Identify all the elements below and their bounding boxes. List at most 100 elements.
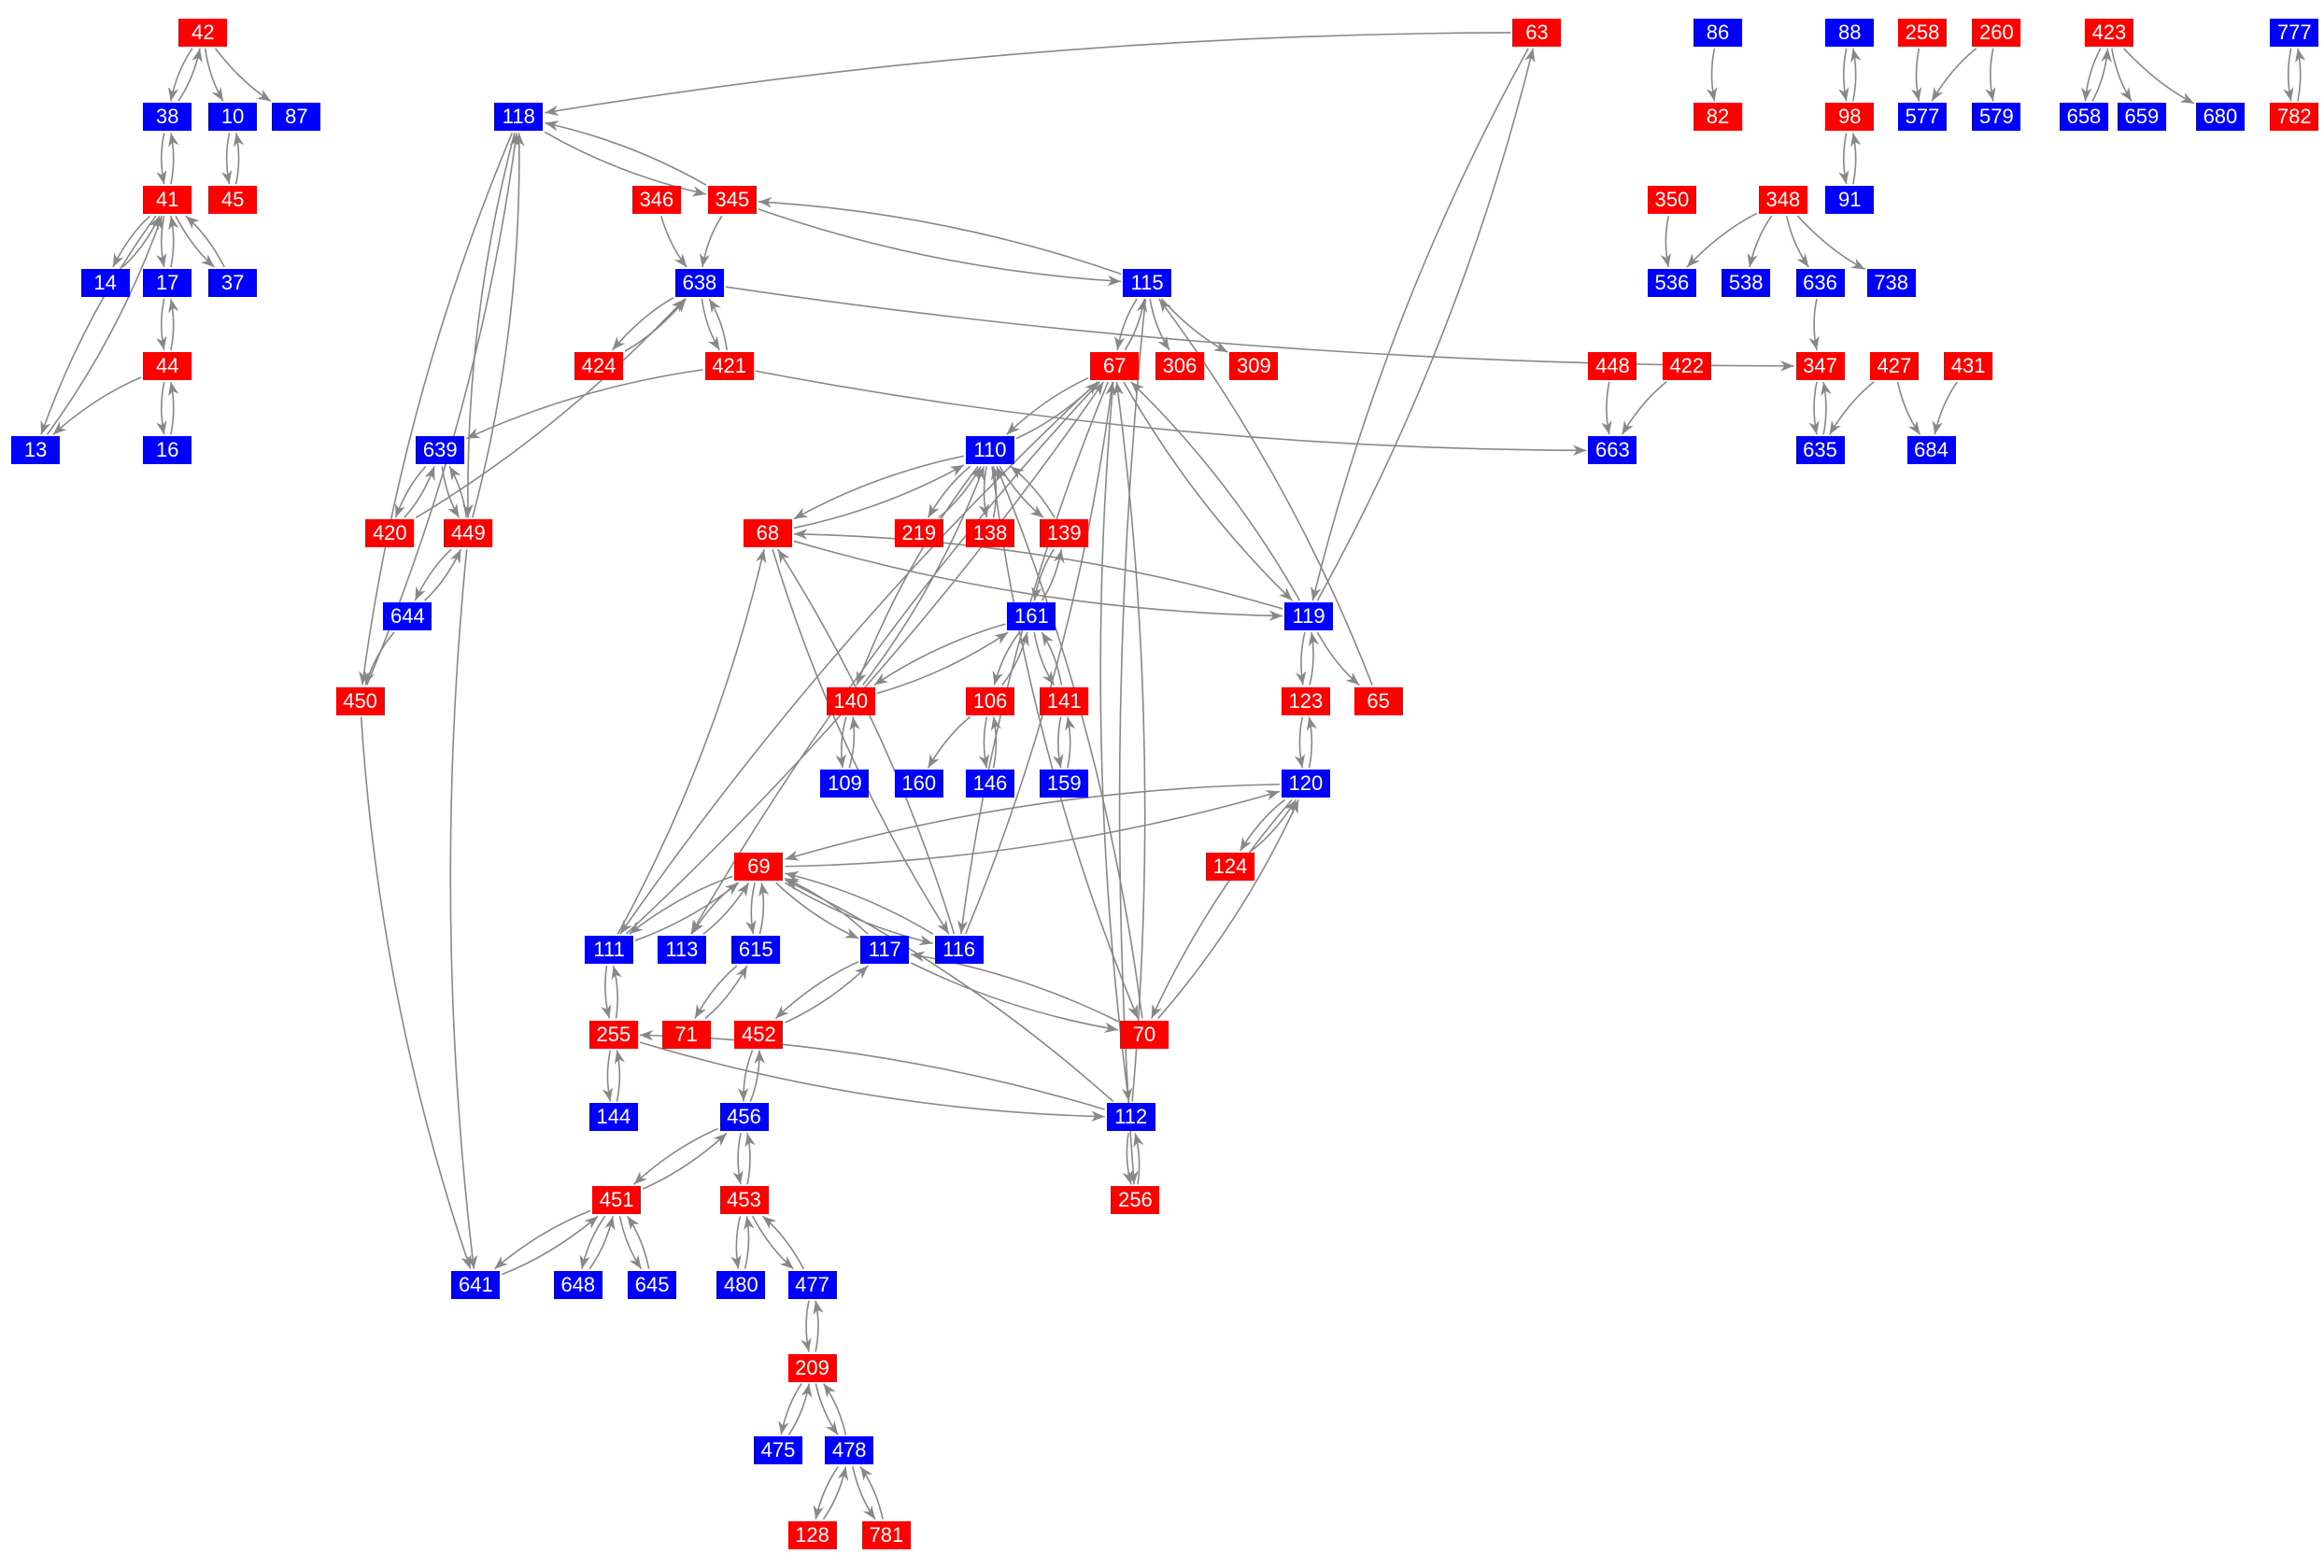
graph-node-119[interactable]: 119 xyxy=(1284,602,1334,631)
graph-node-144[interactable]: 144 xyxy=(588,1103,638,1132)
graph-node-70[interactable]: 70 xyxy=(1119,1020,1169,1049)
graph-node-138[interactable]: 138 xyxy=(965,519,1014,548)
graph-node-449[interactable]: 449 xyxy=(444,519,493,548)
graph-node-639[interactable]: 639 xyxy=(416,436,465,465)
graph-node-106[interactable]: 106 xyxy=(965,686,1014,715)
graph-node-345[interactable]: 345 xyxy=(707,186,757,215)
graph-node-13[interactable]: 13 xyxy=(11,436,61,465)
graph-node-680[interactable]: 680 xyxy=(2195,103,2245,132)
graph-node-86[interactable]: 86 xyxy=(1693,18,1743,47)
graph-node-659[interactable]: 659 xyxy=(2117,103,2166,132)
graph-node-427[interactable]: 427 xyxy=(1869,351,1919,380)
graph-node-477[interactable]: 477 xyxy=(787,1270,837,1299)
graph-node-658[interactable]: 658 xyxy=(2059,103,2108,132)
graph-node-256[interactable]: 256 xyxy=(1111,1186,1160,1215)
graph-node-475[interactable]: 475 xyxy=(754,1436,803,1465)
graph-node-115[interactable]: 115 xyxy=(1123,269,1172,298)
graph-node-638[interactable]: 638 xyxy=(674,269,724,298)
graph-node-41[interactable]: 41 xyxy=(143,186,192,215)
graph-node-644[interactable]: 644 xyxy=(383,602,432,631)
graph-node-69[interactable]: 69 xyxy=(734,853,784,882)
graph-node-615[interactable]: 615 xyxy=(731,936,781,965)
graph-node-431[interactable]: 431 xyxy=(1944,351,1993,380)
graph-node-160[interactable]: 160 xyxy=(894,770,943,798)
graph-node-110[interactable]: 110 xyxy=(965,436,1014,465)
graph-node-38[interactable]: 38 xyxy=(143,103,192,132)
graph-node-71[interactable]: 71 xyxy=(661,1020,711,1049)
graph-node-128[interactable]: 128 xyxy=(787,1520,837,1549)
graph-node-309[interactable]: 309 xyxy=(1229,351,1279,380)
graph-node-118[interactable]: 118 xyxy=(494,103,544,132)
graph-node-255[interactable]: 255 xyxy=(588,1020,638,1049)
graph-node-42[interactable]: 42 xyxy=(178,18,228,47)
graph-node-577[interactable]: 577 xyxy=(1897,103,1947,132)
graph-node-260[interactable]: 260 xyxy=(1972,18,2021,47)
graph-node-124[interactable]: 124 xyxy=(1205,853,1254,882)
graph-node-68[interactable]: 68 xyxy=(743,519,792,548)
graph-node-63[interactable]: 63 xyxy=(1512,18,1562,47)
graph-node-258[interactable]: 258 xyxy=(1897,18,1947,47)
graph-node-480[interactable]: 480 xyxy=(716,1270,766,1299)
graph-node-538[interactable]: 538 xyxy=(1722,269,1771,298)
graph-node-478[interactable]: 478 xyxy=(825,1436,874,1465)
graph-node-123[interactable]: 123 xyxy=(1281,686,1330,715)
graph-node-448[interactable]: 448 xyxy=(1588,351,1637,380)
graph-node-44[interactable]: 44 xyxy=(143,351,192,380)
graph-node-161[interactable]: 161 xyxy=(1007,602,1056,631)
graph-node-111[interactable]: 111 xyxy=(585,936,634,965)
graph-node-16[interactable]: 16 xyxy=(143,436,192,465)
graph-node-116[interactable]: 116 xyxy=(934,936,984,965)
graph-node-452[interactable]: 452 xyxy=(734,1020,784,1049)
graph-node-306[interactable]: 306 xyxy=(1155,351,1205,380)
graph-node-782[interactable]: 782 xyxy=(2270,103,2319,132)
graph-node-113[interactable]: 113 xyxy=(657,936,706,965)
graph-node-350[interactable]: 350 xyxy=(1647,186,1696,215)
graph-node-346[interactable]: 346 xyxy=(631,186,681,215)
graph-node-422[interactable]: 422 xyxy=(1662,351,1711,380)
graph-node-453[interactable]: 453 xyxy=(719,1186,769,1215)
graph-node-635[interactable]: 635 xyxy=(1795,436,1845,465)
graph-node-117[interactable]: 117 xyxy=(860,936,910,965)
graph-node-10[interactable]: 10 xyxy=(208,103,258,132)
graph-node-139[interactable]: 139 xyxy=(1040,519,1089,548)
graph-node-17[interactable]: 17 xyxy=(143,269,192,298)
graph-node-423[interactable]: 423 xyxy=(2084,18,2133,47)
graph-node-88[interactable]: 88 xyxy=(1825,18,1875,47)
graph-node-209[interactable]: 209 xyxy=(787,1353,837,1382)
graph-node-120[interactable]: 120 xyxy=(1281,770,1330,798)
graph-node-45[interactable]: 45 xyxy=(208,186,258,215)
graph-node-112[interactable]: 112 xyxy=(1106,1103,1155,1132)
graph-node-648[interactable]: 648 xyxy=(553,1270,602,1299)
graph-node-777[interactable]: 777 xyxy=(2270,18,2319,47)
graph-node-98[interactable]: 98 xyxy=(1825,103,1875,132)
graph-node-109[interactable]: 109 xyxy=(820,770,870,798)
graph-node-645[interactable]: 645 xyxy=(628,1270,677,1299)
graph-node-146[interactable]: 146 xyxy=(965,770,1014,798)
graph-node-37[interactable]: 37 xyxy=(208,269,258,298)
graph-node-219[interactable]: 219 xyxy=(894,519,943,548)
graph-node-456[interactable]: 456 xyxy=(719,1103,769,1132)
graph-node-140[interactable]: 140 xyxy=(826,686,875,715)
graph-node-420[interactable]: 420 xyxy=(365,519,415,548)
graph-node-636[interactable]: 636 xyxy=(1795,269,1845,298)
graph-node-738[interactable]: 738 xyxy=(1866,269,1916,298)
graph-node-67[interactable]: 67 xyxy=(1090,351,1140,380)
graph-node-663[interactable]: 663 xyxy=(1588,436,1637,465)
graph-node-82[interactable]: 82 xyxy=(1693,103,1743,132)
graph-node-65[interactable]: 65 xyxy=(1353,686,1403,715)
graph-node-641[interactable]: 641 xyxy=(451,1270,501,1299)
graph-node-684[interactable]: 684 xyxy=(1906,436,1956,465)
graph-node-450[interactable]: 450 xyxy=(335,686,385,715)
graph-node-579[interactable]: 579 xyxy=(1972,103,2021,132)
graph-node-536[interactable]: 536 xyxy=(1647,269,1696,298)
graph-node-781[interactable]: 781 xyxy=(861,1520,911,1549)
graph-node-347[interactable]: 347 xyxy=(1795,351,1845,380)
graph-node-424[interactable]: 424 xyxy=(574,351,624,380)
graph-node-159[interactable]: 159 xyxy=(1040,770,1089,798)
graph-node-14[interactable]: 14 xyxy=(80,269,130,298)
graph-node-451[interactable]: 451 xyxy=(592,1186,642,1215)
graph-node-141[interactable]: 141 xyxy=(1040,686,1089,715)
graph-node-348[interactable]: 348 xyxy=(1758,186,1807,215)
graph-node-421[interactable]: 421 xyxy=(704,351,754,380)
graph-node-91[interactable]: 91 xyxy=(1825,186,1875,215)
